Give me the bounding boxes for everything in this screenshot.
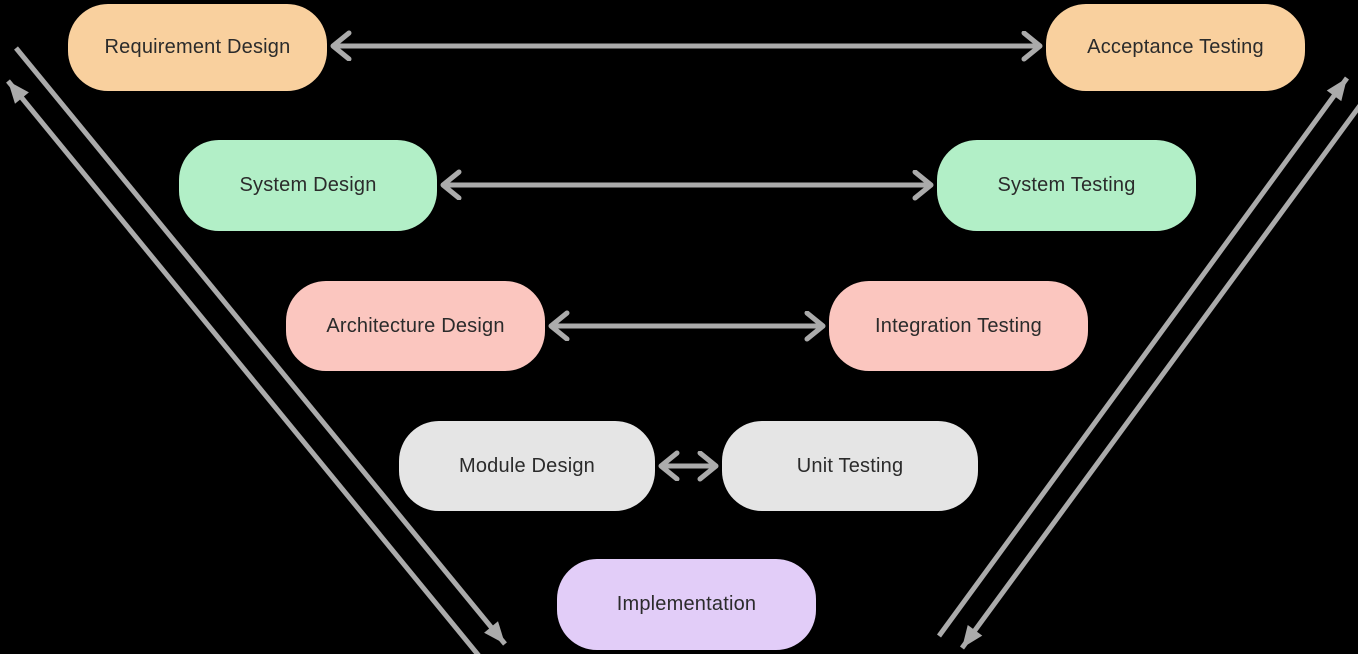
node-label: Implementation	[616, 593, 757, 615]
edge-right-ascending-arrow	[936, 76, 1350, 638]
node-module-design: Module Design	[399, 421, 655, 511]
node-label: Acceptance Testing	[1087, 36, 1264, 58]
edge-left-descending-arrow	[14, 46, 507, 646]
edge-right-descending-arrow	[959, 103, 1358, 650]
node-label: Architecture Design	[326, 314, 505, 337]
node-system-testing: System Testing	[937, 140, 1196, 231]
node-acceptance-testing: Acceptance Testing	[1046, 4, 1305, 91]
node-label: Unit Testing	[796, 454, 904, 477]
node-label: Module Design	[458, 454, 595, 477]
node-unit-testing: Unit Testing	[722, 421, 978, 511]
edge-left-ascending-arrow	[6, 79, 481, 654]
node-integration-testing: Integration Testing	[829, 281, 1088, 371]
node-label: Requirement Design	[104, 36, 291, 58]
node-architecture-design: Architecture Design	[286, 281, 545, 371]
node-system-design: System Design	[179, 140, 437, 231]
node-label: Integration Testing	[875, 314, 1042, 337]
node-label: System Testing	[997, 174, 1136, 196]
node-label: System Design	[239, 174, 377, 196]
node-requirement-design: Requirement Design	[68, 4, 327, 91]
node-implementation: Implementation	[557, 559, 816, 650]
